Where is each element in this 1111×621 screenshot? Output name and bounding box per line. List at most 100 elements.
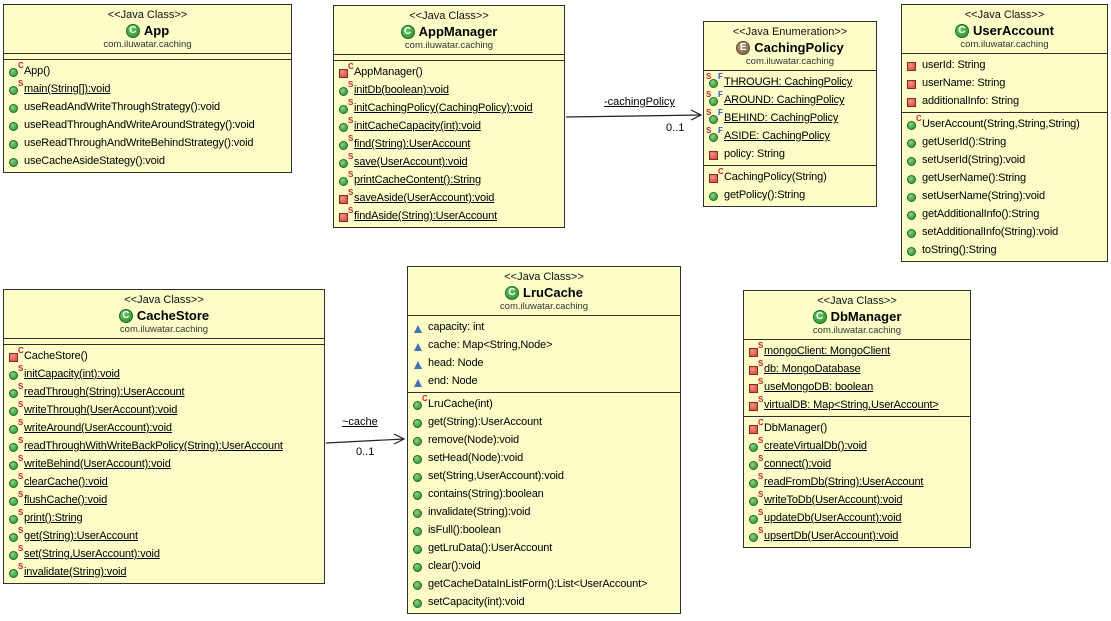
class-header: <<Java Class>> C DbManager com.iluwatar.… [744,291,970,339]
public-method-icon: S [8,419,24,435]
public-method-icon [906,172,922,185]
member-label: writeBehind(UserAccount):void [24,458,171,470]
association-arrow-cache [325,433,406,445]
member-label: getLruData():UserAccount [428,542,553,554]
public-constructor-icon: C [8,62,24,78]
association-label-cache: ~cache [342,416,378,428]
public-method-icon: S [8,455,24,471]
class-box-appmanager[interactable]: <<Java Class>> C AppManager com.iluwatar… [333,5,565,228]
public-method-icon: S [338,171,354,187]
member-label: saveAside(UserAccount):void [354,192,495,204]
public-method-icon: S [748,473,764,489]
public-method-icon: S [8,383,24,399]
member-label: writeToDb(UserAccount):void [764,494,903,506]
class-box-lrucache[interactable]: <<Java Class>> C LruCache com.iluwatar.c… [407,266,681,614]
member-label: flushCache():void [24,494,108,506]
member-label: save(UserAccount):void [354,156,468,168]
class-box-useraccount[interactable]: <<Java Class>> C UserAccount com.iluwata… [901,4,1108,262]
public-method-icon: S [748,527,764,543]
member-label: setCapacity(int):void [428,596,525,608]
member-label: printCacheContent():String [354,174,481,186]
member-label: CacheStore() [24,350,88,362]
member-label: toString():String [922,244,997,256]
member-label: additionalInfo: String [922,95,1019,107]
stereotype-label: <<Java Class>> [107,9,188,21]
member-row: clear():void [408,557,680,575]
public-method-icon: S [338,153,354,169]
member-label: print():String [24,512,83,524]
class-name: UserAccount [973,23,1054,38]
stereotype-label: <<Java Class>> [504,271,584,283]
class-box-app[interactable]: <<Java Class>> C App com.iluwatar.cachin… [3,4,292,173]
class-name: LruCache [523,285,583,300]
public-constructor-icon: C [412,395,428,411]
member-label: setUserId(String):void [922,154,1026,166]
member-label: policy: String [724,148,785,160]
class-header: <<Java Class>> C CacheStore com.iluwatar… [4,290,324,338]
public-method-icon: S [338,99,354,115]
member-row: getCacheDataInListForm():List<UserAccoun… [408,575,680,593]
package-name: com.iluwatar.caching [745,56,835,67]
class-icon: C [505,285,520,300]
fields-compartment [4,338,324,344]
private-field-icon [906,59,922,72]
private-field-icon [708,148,724,161]
member-label: main(String[]):void [24,83,111,95]
member-label: db: MongoDatabase [764,363,861,375]
member-row: useReadAndWriteThroughStrategy():void [4,98,291,116]
public-method-icon [412,578,428,591]
private-constructor-icon: C [708,168,724,184]
member-label: useCacheAsideStategy():void [24,155,165,167]
member-label: upsertDb(UserAccount):void [764,530,899,542]
member-row: cache: Map<String,Node> [408,336,680,354]
public-method-icon [8,119,24,132]
class-box-dbmanager[interactable]: <<Java Class>> C DbManager com.iluwatar.… [743,290,971,548]
class-box-cachestore[interactable]: <<Java Class>> C CacheStore com.iluwatar… [3,289,325,584]
package-field-icon [412,339,428,352]
member-label: findAside(String):UserAccount [354,210,497,222]
member-label: ASIDE: CachingPolicy [724,130,830,142]
enum-box-cachingpolicy[interactable]: <<Java Enumeration>> E CachingPolicy com… [703,21,877,207]
stereotype-label: <<Java Class>> [124,294,204,306]
public-method-icon [906,190,922,203]
member-label: contains(String):boolean [428,488,544,500]
class-name: App [143,23,170,38]
member-label: App() [24,65,51,77]
private-field-icon [906,95,922,108]
class-header: <<Java Class>> C LruCache com.iluwatar.c… [408,267,680,315]
public-method-icon [412,542,428,555]
association-multiplicity-cache: 0..1 [356,446,375,458]
member-row: setAdditionalInfo(String):void [902,223,1107,241]
public-method-icon: S [338,117,354,133]
package-name: com.iluwatar.caching [960,39,1049,50]
member-label: CachingPolicy(String) [724,171,827,183]
member-label: writeAround(UserAccount):void [24,422,172,434]
member-label: userId: String [922,59,986,71]
member-label: UserAccount(String,String,String) [922,118,1080,130]
public-method-icon [412,524,428,537]
member-row: useCacheAsideStategy():void [4,152,291,170]
member-label: clear():void [428,560,481,572]
member-label: createVirtualDb():void [764,440,867,452]
member-row: setCapacity(int):void [408,593,680,611]
